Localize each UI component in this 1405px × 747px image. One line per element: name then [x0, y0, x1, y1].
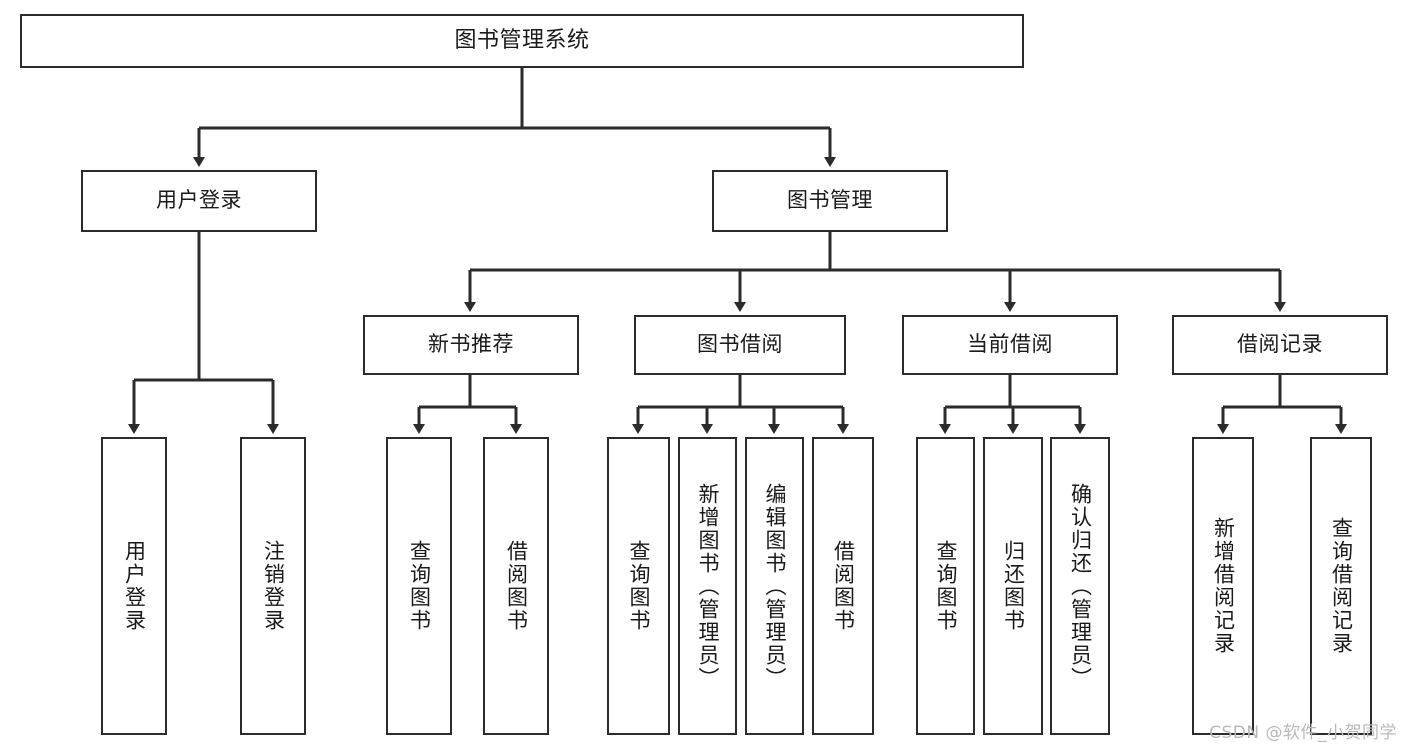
leaf-current-confirm-return[interactable]: 确认归还（管理员） — [1050, 437, 1110, 735]
leaf-newbooks-query-label: 查询图书 — [407, 540, 432, 632]
leaf-borrow-query-label: 查询图书 — [627, 540, 651, 632]
node-borrow-records-label: 借阅记录 — [1237, 332, 1323, 357]
node-current-borrow-label: 当前借阅 — [967, 332, 1053, 357]
node-new-book-recommend-label: 新书推荐 — [428, 332, 514, 357]
leaf-user-login-label: 用户登录 — [122, 540, 147, 632]
node-book-management[interactable]: 图书管理 — [712, 170, 948, 232]
leaf-borrow-edit-book[interactable]: 编辑图书（管理员） — [745, 437, 804, 735]
node-root-label: 图书管理系统 — [454, 27, 590, 53]
leaf-borrow-lend-book[interactable]: 借阅图书 — [812, 437, 874, 735]
leaf-current-confirm-return-label: 确认归还（管理员） — [1068, 482, 1093, 690]
watermark: CSDN @软件_小贺同学 — [1209, 723, 1397, 743]
leaf-records-query-label: 查询借阅记录 — [1329, 517, 1354, 655]
leaf-records-add[interactable]: 新增借阅记录 — [1192, 437, 1254, 735]
node-root[interactable]: 图书管理系统 — [20, 14, 1024, 68]
leaf-records-add-label: 新增借阅记录 — [1211, 517, 1236, 655]
leaf-user-logout[interactable]: 注销登录 — [240, 437, 306, 735]
leaf-current-query[interactable]: 查询图书 — [916, 437, 975, 735]
node-new-book-recommend[interactable]: 新书推荐 — [363, 315, 579, 375]
node-borrow-records[interactable]: 借阅记录 — [1172, 315, 1388, 375]
leaf-records-query[interactable]: 查询借阅记录 — [1310, 437, 1372, 735]
leaf-borrow-add-book[interactable]: 新增图书（管理员） — [678, 437, 737, 735]
leaf-user-login[interactable]: 用户登录 — [101, 437, 167, 735]
leaf-newbooks-borrow-label: 借阅图书 — [504, 540, 529, 632]
leaf-borrow-lend-book-label: 借阅图书 — [831, 540, 856, 632]
leaf-newbooks-query[interactable]: 查询图书 — [386, 437, 452, 735]
node-user-login[interactable]: 用户登录 — [81, 170, 317, 232]
node-book-management-label: 图书管理 — [787, 188, 873, 213]
leaf-current-query-label: 查询图书 — [934, 540, 958, 632]
leaf-borrow-edit-book-label: 编辑图书（管理员） — [763, 482, 787, 690]
leaf-borrow-add-book-label: 新增图书（管理员） — [696, 482, 720, 690]
node-book-borrow[interactable]: 图书借阅 — [634, 315, 846, 375]
leaf-user-logout-label: 注销登录 — [261, 540, 286, 632]
node-book-borrow-label: 图书借阅 — [697, 332, 783, 357]
leaf-borrow-query[interactable]: 查询图书 — [607, 437, 670, 735]
leaf-newbooks-borrow[interactable]: 借阅图书 — [483, 437, 549, 735]
leaf-current-return-label: 归还图书 — [1001, 540, 1026, 632]
leaf-current-return[interactable]: 归还图书 — [983, 437, 1043, 735]
node-current-borrow[interactable]: 当前借阅 — [902, 315, 1118, 375]
node-user-login-label: 用户登录 — [156, 188, 242, 213]
